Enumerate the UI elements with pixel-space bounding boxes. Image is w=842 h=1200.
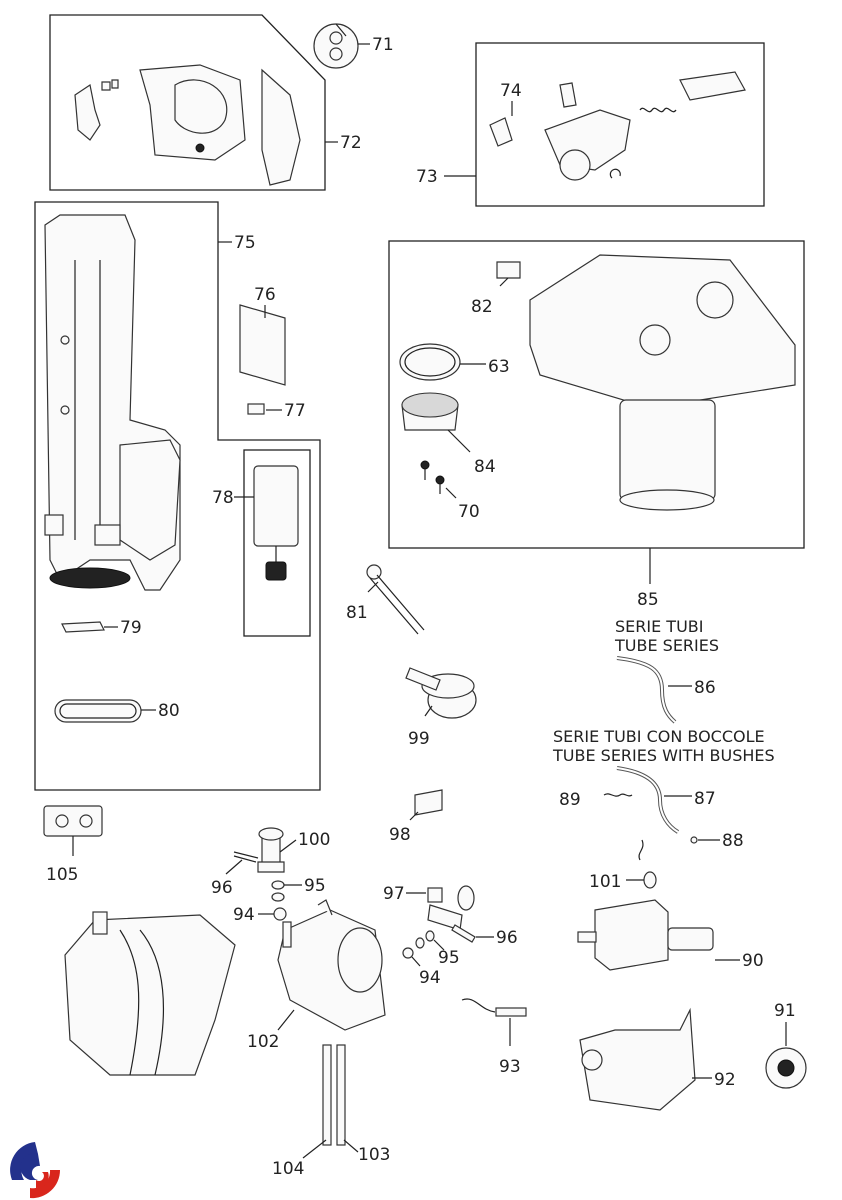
label-71: 71 xyxy=(372,35,394,55)
label-98: 98 xyxy=(389,825,411,845)
label-84: 84 xyxy=(474,457,496,477)
label-87: 87 xyxy=(694,789,716,809)
part-97-valve xyxy=(427,885,475,931)
label-102: 102 xyxy=(247,1032,279,1052)
part-77-clip xyxy=(247,403,265,415)
label-94b: 94 xyxy=(419,968,441,988)
caption-tube-series-it: SERIE TUBI xyxy=(615,617,703,636)
part-82-bracket xyxy=(496,261,521,279)
label-82: 82 xyxy=(471,297,493,317)
part-90-pump xyxy=(577,899,714,971)
label-93: 93 xyxy=(499,1057,521,1077)
label-80: 80 xyxy=(158,701,180,721)
part-89-spring xyxy=(603,793,633,797)
label-88: 88 xyxy=(722,831,744,851)
label-63: 63 xyxy=(488,357,510,377)
part-75-column-assembly xyxy=(44,214,181,591)
label-95b: 95 xyxy=(438,948,460,968)
caption-tube-bushes-en: TUBE SERIES WITH BUSHES xyxy=(552,746,775,765)
part-91-knob xyxy=(765,1047,807,1089)
group-box-78 xyxy=(243,449,311,637)
part-housing xyxy=(64,911,236,1076)
label-100: 100 xyxy=(298,830,330,850)
caption-tube-bushes-it: SERIE TUBI CON BOCCOLE xyxy=(553,727,765,746)
label-99: 99 xyxy=(408,729,430,749)
label-101: 101 xyxy=(589,872,621,892)
part-78-motor xyxy=(253,465,299,581)
part-98-connector xyxy=(414,789,443,816)
part-70-screws xyxy=(420,460,445,494)
label-103: 103 xyxy=(358,1145,390,1165)
label-85: 85 xyxy=(637,590,659,610)
label-73: 73 xyxy=(416,167,438,187)
label-89: 89 xyxy=(559,790,581,810)
label-75: 75 xyxy=(234,233,256,253)
part-104-rod xyxy=(322,1044,332,1146)
label-72: 72 xyxy=(340,133,362,153)
part-79-gasket xyxy=(61,621,105,633)
group-box-72 xyxy=(49,14,326,191)
part-85-brew-unit xyxy=(529,254,796,511)
part-73-assembly xyxy=(489,71,746,181)
part-99-valve xyxy=(405,667,477,719)
part-93-sensor xyxy=(461,998,496,1013)
label-90: 90 xyxy=(742,951,764,971)
label-81: 81 xyxy=(346,603,368,623)
part-88-bush xyxy=(690,836,698,844)
part-76-plate xyxy=(239,304,286,386)
part-71-disc xyxy=(313,23,359,69)
group-box-85 xyxy=(388,240,805,549)
label-96b: 96 xyxy=(496,928,518,948)
part-63-oring xyxy=(399,343,461,381)
brand-logo xyxy=(10,1142,61,1199)
part-101-clip xyxy=(638,839,644,861)
part-94b-seal xyxy=(402,947,414,959)
caption-tube-series-en: TUBE SERIES xyxy=(614,636,719,655)
part-100-fitting xyxy=(257,827,285,873)
label-104: 104 xyxy=(272,1159,304,1179)
part-105-clip xyxy=(43,805,103,837)
part-72-assembly xyxy=(74,64,301,186)
label-77: 77 xyxy=(284,401,306,421)
part-84-filter xyxy=(401,392,459,431)
label-96a: 96 xyxy=(211,878,233,898)
part-102-boiler xyxy=(277,899,386,1031)
part-95a-washer xyxy=(271,880,285,890)
label-94a: 94 xyxy=(233,905,255,925)
label-86: 86 xyxy=(694,678,716,698)
label-70: 70 xyxy=(458,502,480,522)
part-95b-washer xyxy=(415,937,425,949)
part-103-rod xyxy=(336,1044,346,1146)
group-box-75 xyxy=(34,201,321,791)
label-95a: 95 xyxy=(304,876,326,896)
label-74: 74 xyxy=(500,81,522,101)
part-92-bracket xyxy=(579,1007,696,1111)
label-105: 105 xyxy=(46,865,78,885)
part-81-pin xyxy=(366,564,425,635)
part-80-belt xyxy=(54,699,142,723)
part-96b-pin xyxy=(451,924,476,943)
part-94a-seal xyxy=(273,907,287,921)
label-91: 91 xyxy=(774,1001,796,1021)
label-78: 78 xyxy=(212,488,234,508)
label-92: 92 xyxy=(714,1070,736,1090)
label-79: 79 xyxy=(120,618,142,638)
label-97: 97 xyxy=(383,884,405,904)
part-96a-clip xyxy=(233,851,259,863)
label-76: 76 xyxy=(254,285,276,305)
group-box-73 xyxy=(475,42,765,207)
